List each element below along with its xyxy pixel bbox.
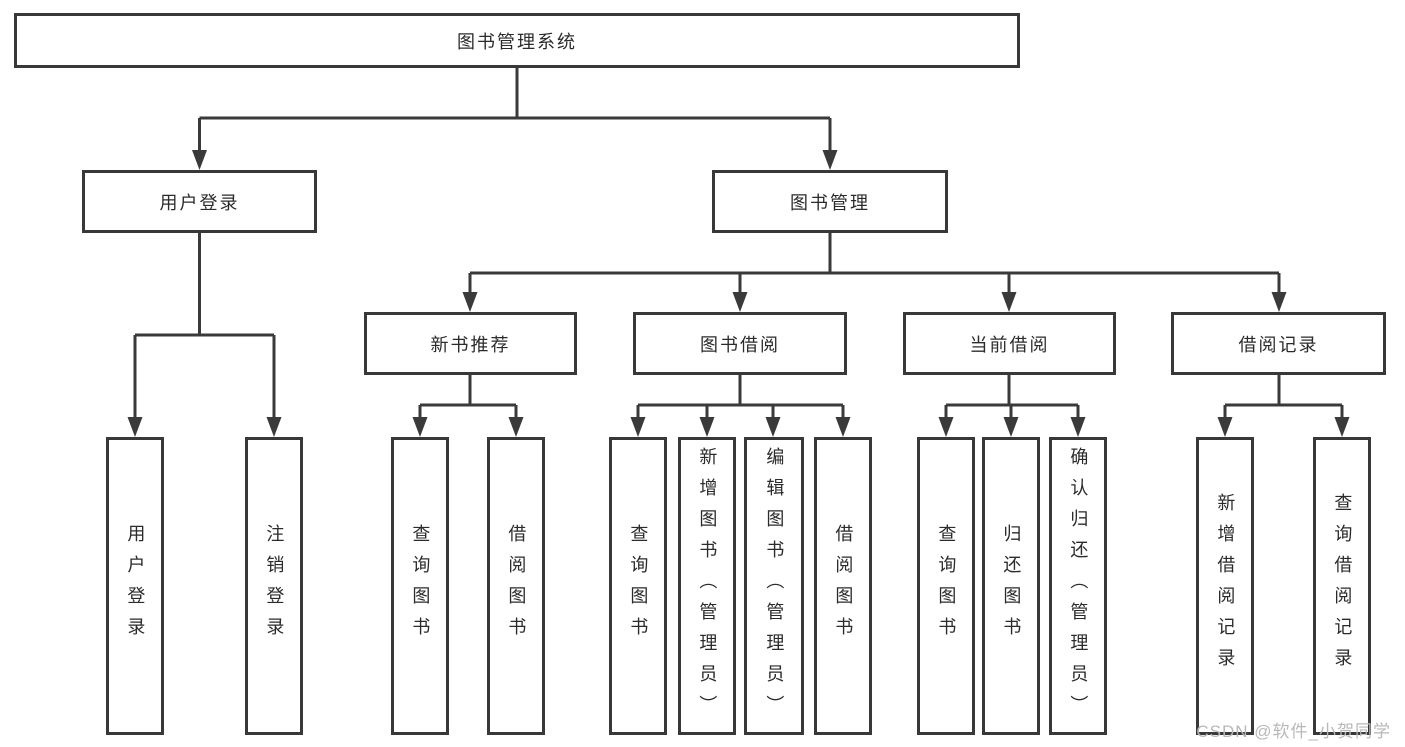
- arrow-down-icon: [835, 417, 851, 437]
- leaf-label: 查询图书: [628, 524, 649, 648]
- leaf-label: 借阅图书: [833, 524, 854, 648]
- watermark: CSDN @软件_小贺同学: [1196, 722, 1391, 741]
- arrow-down-icon: [1271, 292, 1287, 312]
- arrow-down-icon: [1003, 417, 1019, 437]
- arrow-down-icon: [1217, 417, 1233, 437]
- leaf-add-borrow-record: 新增借阅记录: [1196, 437, 1254, 735]
- arrow-down-icon: [462, 292, 478, 312]
- node-user-login: 用户登录: [82, 170, 317, 233]
- leaf-label: 用户登录: [125, 524, 146, 648]
- arrow-down-icon: [732, 292, 748, 312]
- leaf-query-books-3: 查询图书: [917, 437, 975, 735]
- leaf-add-book-admin: 新增图书（管理员）: [678, 437, 736, 735]
- leaf-query-books-2: 查询图书: [609, 437, 667, 735]
- leaf-return-books: 归还图书: [982, 437, 1040, 735]
- arrow-down-icon: [1070, 417, 1086, 437]
- arrow-down-icon: [822, 150, 838, 170]
- leaf-label: 注销登录: [264, 524, 285, 648]
- arrow-down-icon: [508, 417, 524, 437]
- node-current-borrow: 当前借阅: [903, 312, 1116, 375]
- node-borrow-records: 借阅记录: [1171, 312, 1386, 375]
- arrow-down-icon: [412, 417, 428, 437]
- leaf-label: 查询图书: [936, 524, 957, 648]
- node-book-borrow: 图书借阅: [633, 312, 847, 375]
- leaf-edit-book-admin: 编辑图书（管理员）: [744, 437, 804, 735]
- leaf-confirm-return-admin: 确认归还（管理员）: [1049, 437, 1107, 735]
- leaf-label: 归还图书: [1001, 524, 1022, 648]
- leaf-label: 借阅图书: [506, 524, 527, 648]
- arrow-down-icon: [127, 417, 143, 437]
- leaf-user-login: 用户登录: [106, 437, 164, 735]
- node-book-management: 图书管理: [712, 170, 948, 233]
- arrow-down-icon: [699, 417, 715, 437]
- leaf-query-borrow-record: 查询借阅记录: [1313, 437, 1371, 735]
- arrow-down-icon: [938, 417, 954, 437]
- leaf-label: 查询图书: [410, 524, 431, 648]
- arrow-down-icon: [765, 417, 781, 437]
- leaf-label: 编辑图书（管理员）: [764, 446, 785, 726]
- leaf-logout: 注销登录: [245, 437, 303, 735]
- node-root: 图书管理系统: [14, 13, 1020, 68]
- arrow-down-icon: [1334, 417, 1350, 437]
- arrow-down-icon: [266, 417, 282, 437]
- arrow-down-icon: [630, 417, 646, 437]
- leaf-label: 查询借阅记录: [1332, 493, 1353, 679]
- leaf-label: 新增图书（管理员）: [697, 446, 718, 726]
- leaf-label: 新增借阅记录: [1215, 493, 1236, 679]
- leaf-borrow-books-2: 借阅图书: [814, 437, 872, 735]
- arrow-down-icon: [1001, 292, 1017, 312]
- node-new-book-recommend: 新书推荐: [364, 312, 577, 375]
- arrow-down-icon: [192, 150, 207, 170]
- leaf-query-books-1: 查询图书: [391, 437, 449, 735]
- leaf-label: 确认归还（管理员）: [1068, 446, 1089, 726]
- leaf-borrow-books-1: 借阅图书: [487, 437, 545, 735]
